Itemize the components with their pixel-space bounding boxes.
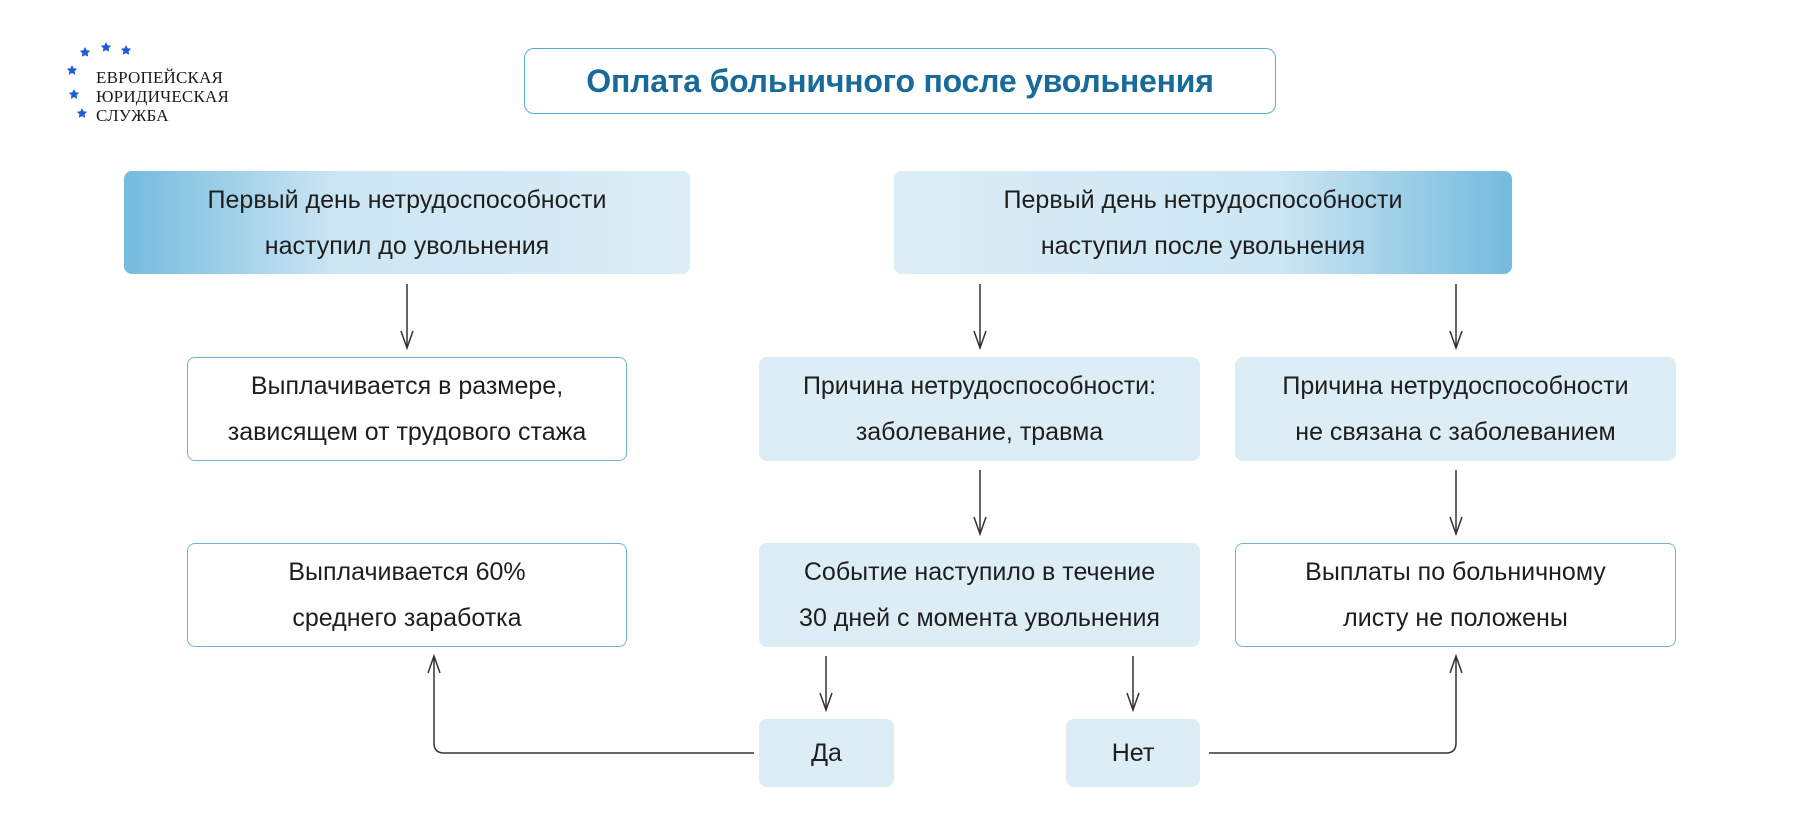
logo-star bbox=[120, 45, 132, 55]
logo-star bbox=[76, 108, 88, 118]
logo-star bbox=[100, 42, 112, 52]
node-line: Причина нетрудоспособности bbox=[1282, 372, 1629, 400]
node-yes: Да bbox=[759, 719, 894, 787]
logo-star bbox=[79, 47, 91, 57]
node-no: Нет bbox=[1066, 719, 1200, 787]
logo-line-2: ЮРИДИЧЕСКАЯ bbox=[96, 87, 230, 106]
node-sick-start-before-dismissal: Первый день нетрудоспособности наступил … bbox=[124, 171, 690, 274]
logo-star bbox=[68, 89, 80, 99]
node-line: Выплачивается 60% bbox=[288, 558, 526, 586]
node-paid-60-percent: Выплачивается 60% среднего заработка bbox=[187, 543, 627, 647]
node-line: не связана с заболеванием bbox=[1295, 418, 1616, 446]
diagram-title: Оплата больничного после увольнения bbox=[586, 62, 1214, 99]
node-sick-start-after-dismissal: Первый день нетрудоспособности наступил … bbox=[894, 171, 1512, 274]
node-no-payment: Выплаты по больничному листу не положены bbox=[1235, 543, 1676, 647]
node-cause-not-illness: Причина нетрудоспособности не связана с … bbox=[1235, 357, 1676, 461]
node-label-yes: Да bbox=[811, 739, 842, 767]
node-within-30-days: Событие наступило в течение 30 дней с мо… bbox=[759, 543, 1200, 647]
node-line: Выплачивается в размере, bbox=[250, 372, 564, 400]
node-line: наступил до увольнения bbox=[264, 231, 550, 260]
node-line: зависящем от трудового стажа bbox=[227, 418, 587, 446]
diagram-title-box: Оплата больничного после увольнения bbox=[524, 48, 1276, 114]
logo-line-3: СЛУЖБА bbox=[96, 106, 169, 125]
node-paid-by-seniority: Выплачивается в размере, зависящем от тр… bbox=[187, 357, 627, 461]
node-line: Первый день нетрудоспособности bbox=[1003, 185, 1403, 214]
logo-stars bbox=[66, 42, 132, 118]
node-line: Событие наступило в течение bbox=[803, 558, 1156, 586]
node-label-no: Нет bbox=[1111, 739, 1155, 767]
node-line: заболевание, травма bbox=[855, 418, 1104, 446]
logo-star bbox=[66, 65, 78, 75]
logo-line-1: ЕВРОПЕЙСКАЯ bbox=[96, 68, 224, 87]
node-line: Выплаты по больничному bbox=[1305, 558, 1606, 586]
node-cause-illness-injury: Причина нетрудоспособности: заболевание,… bbox=[759, 357, 1200, 461]
node-line: среднего заработка bbox=[292, 604, 522, 632]
arrow-no-to-right2 bbox=[1209, 656, 1456, 754]
node-line: Причина нетрудоспособности: bbox=[802, 372, 1157, 400]
node-line: листу не положены bbox=[1343, 604, 1568, 632]
company-logo: ЕВРОПЕЙСКАЯ ЮРИДИЧЕСКАЯ СЛУЖБА bbox=[62, 38, 262, 128]
node-line: 30 дней с момента увольнения bbox=[799, 604, 1160, 632]
node-line: Первый день нетрудоспособности bbox=[207, 185, 607, 214]
node-line: наступил после увольнения bbox=[1040, 231, 1366, 260]
arrow-yes-to-left2 bbox=[434, 656, 754, 754]
